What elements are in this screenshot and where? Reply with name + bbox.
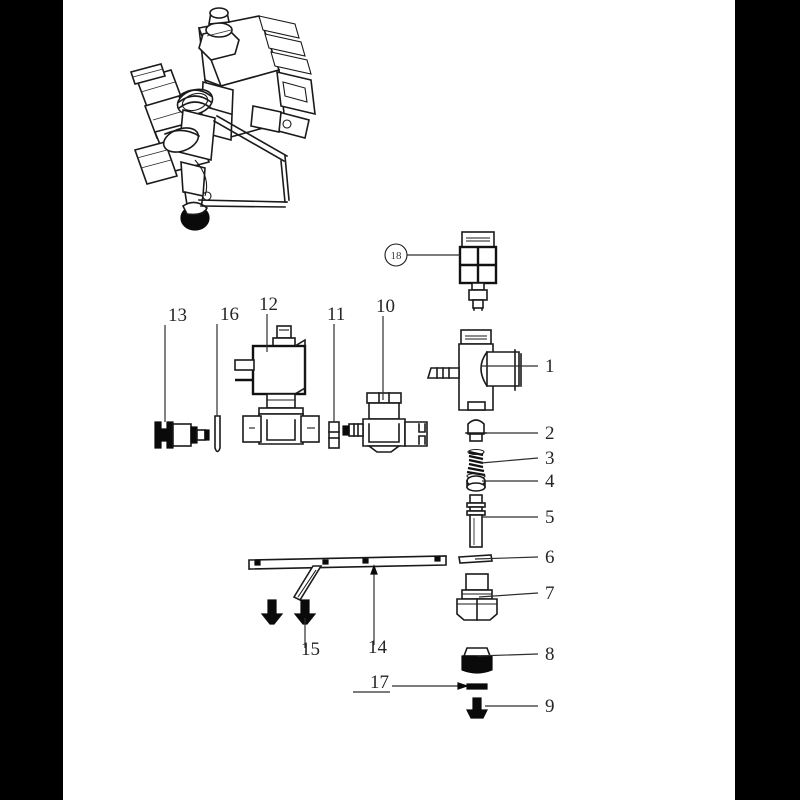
callout-label-5: 5 bbox=[545, 507, 555, 528]
callout-label-9: 9 bbox=[545, 696, 555, 717]
part-5-valve-stem bbox=[466, 494, 486, 548]
leader-lines bbox=[164, 254, 539, 707]
part-9-retaining-screw bbox=[466, 697, 488, 719]
drawing-canvas: 1 2 3 4 5 6 7 8 9 10 11 12 13 14 15 16 1… bbox=[63, 0, 735, 800]
callout-label-1: 1 bbox=[545, 356, 555, 377]
callout-18-circle bbox=[384, 243, 408, 267]
part-12-solenoid-valve-large bbox=[234, 325, 320, 445]
callout-label-12: 12 bbox=[259, 294, 278, 315]
callout-labels: 1 2 3 4 5 6 7 8 9 10 11 12 13 14 15 16 1… bbox=[168, 243, 555, 717]
callout-label-14: 14 bbox=[368, 637, 388, 658]
callout-label-7: 7 bbox=[545, 583, 555, 604]
callout-label-13: 13 bbox=[168, 305, 187, 326]
assembled-gas-valve-isometric bbox=[129, 7, 316, 231]
exploded-diagram: 1 2 3 4 5 6 7 8 9 10 11 12 13 14 15 16 1… bbox=[129, 7, 555, 719]
part-1-valve-body bbox=[426, 329, 522, 411]
part-16-long-needle-pin bbox=[214, 415, 221, 453]
part-10-small-solenoid-valve bbox=[342, 392, 428, 453]
callout-label-4: 4 bbox=[545, 471, 555, 492]
part-3-coil-spring bbox=[466, 448, 486, 480]
part-4-seal-washer bbox=[466, 475, 486, 492]
callout-label-11: 11 bbox=[327, 304, 345, 325]
callout-label-2: 2 bbox=[545, 423, 555, 444]
part-17-flat-o-ring bbox=[466, 683, 488, 690]
callout-label-18: 18 bbox=[391, 250, 403, 262]
callout-label-17: 17 bbox=[370, 672, 389, 693]
part-11-pin-sleeve bbox=[328, 421, 340, 449]
callout-label-6: 6 bbox=[545, 547, 555, 568]
callout-label-3: 3 bbox=[545, 448, 555, 469]
part-15-mounting-screws bbox=[260, 599, 317, 625]
callout-label-15: 15 bbox=[301, 639, 320, 660]
part-8-rubber-end-cap bbox=[461, 647, 493, 674]
part-13-connector-fitting bbox=[154, 421, 210, 449]
part-18-solenoid-coil bbox=[458, 231, 498, 311]
callout-label-16: 16 bbox=[220, 304, 239, 325]
callout-label-10: 10 bbox=[376, 296, 395, 317]
part-7-hex-nut-fitting bbox=[456, 573, 498, 621]
part-2-poppet-cap bbox=[465, 419, 487, 442]
callout-label-8: 8 bbox=[545, 644, 555, 665]
part-14-mounting-rail bbox=[248, 555, 447, 602]
